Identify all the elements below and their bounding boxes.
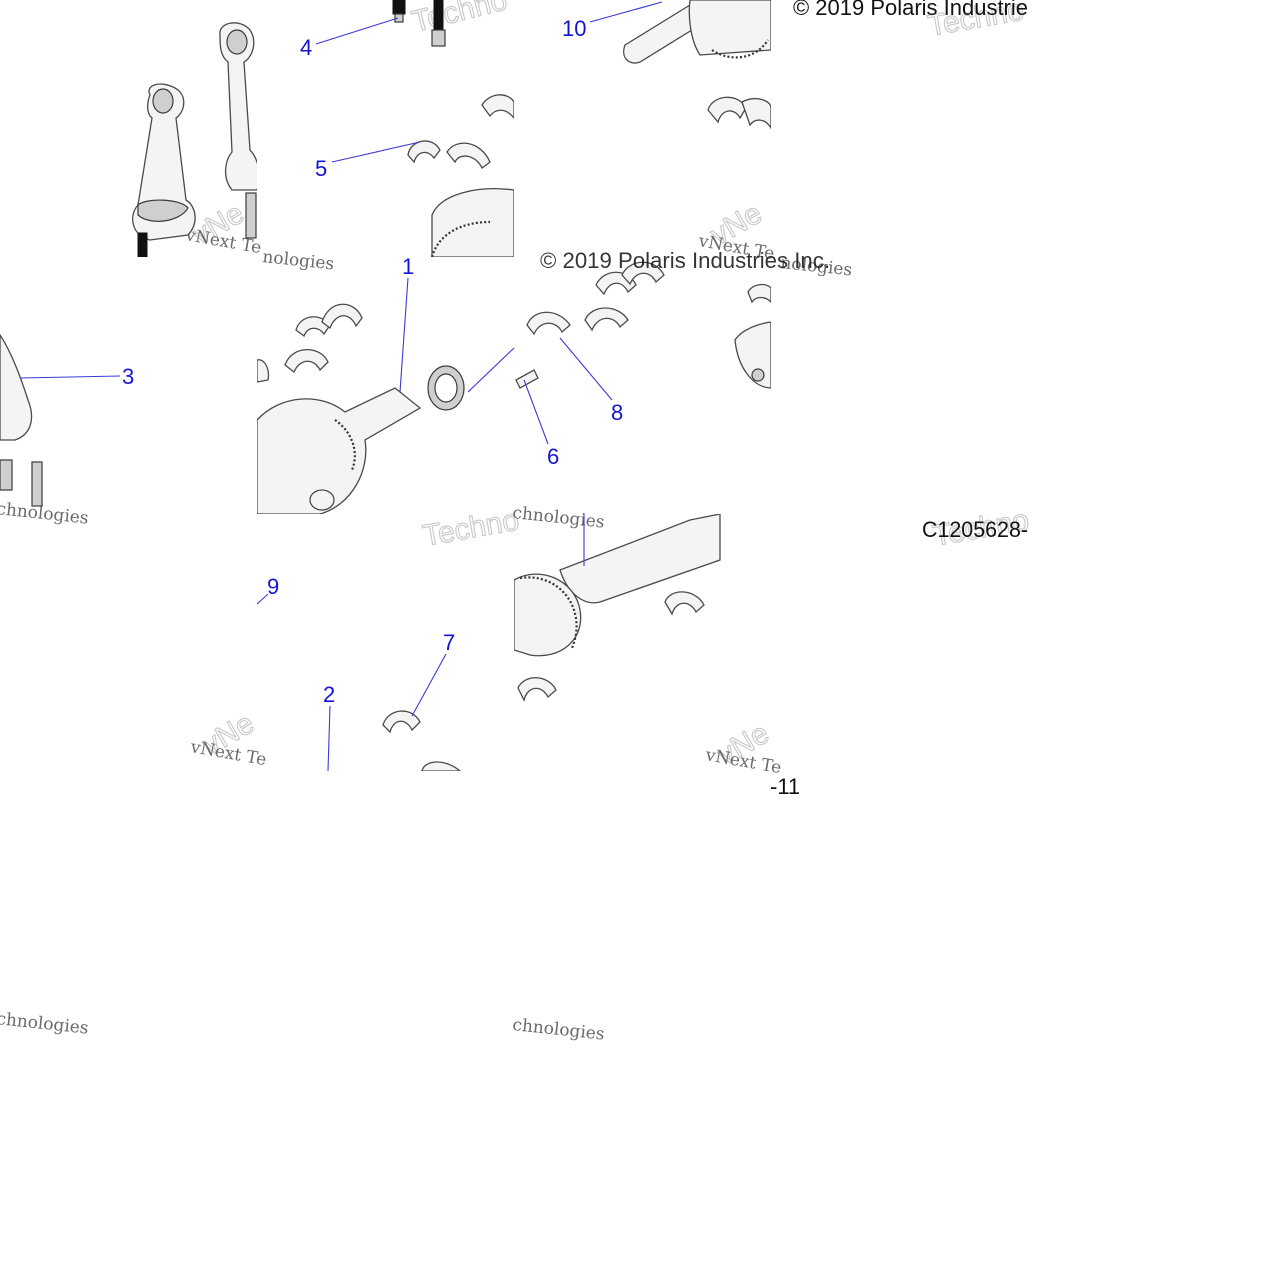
bearing-shell-m (517, 677, 557, 702)
rod-small-end-left (152, 88, 174, 114)
thrust-washer (515, 369, 539, 389)
main-bearing-3 (284, 349, 329, 374)
leader-1b (467, 347, 515, 393)
rod-fragment-group (0, 333, 43, 507)
leader-10 (589, 1, 663, 23)
leader-9 (256, 593, 269, 605)
rod-fragment (0, 333, 33, 441)
bolts-bearings-group (392, 0, 514, 257)
camshaft-group (623, 0, 771, 130)
connecting-rods-group (132, 22, 257, 257)
watermark-tail-3: chnologies (0, 499, 89, 529)
leader-2 (327, 705, 331, 772)
crank-pin-hole (309, 489, 335, 511)
bearing-shell-l (664, 591, 705, 616)
watermark-techno-1: Techno (409, 0, 511, 39)
bolt-head-2 (431, 29, 446, 47)
copyright-text: © 2019 Polaris Industrie (793, 0, 1028, 20)
bearing-shell-h (526, 311, 571, 336)
bearing-shell-e (741, 98, 771, 130)
drawing-number: C1205628- (922, 517, 1028, 542)
leader-6 (523, 379, 549, 445)
callout-3: 3 (122, 364, 134, 389)
rod-bolt-1 (137, 232, 148, 257)
crank-fragment-bottom (421, 761, 461, 771)
leader-5 (331, 141, 421, 163)
bearing-shell-a (407, 140, 441, 164)
bottom-bearing-group (382, 710, 461, 771)
callouts: 1 2 3 4 5 6 7 8 9 10 (122, 16, 623, 707)
drawing-suffix: -11 (770, 774, 800, 799)
watermark-tail-6: chnologies (511, 1015, 605, 1045)
bearing-shell-j (747, 283, 771, 304)
callout-8: 8 (611, 400, 623, 425)
watermark-layer: Techno Techno Techno Techno vNe vNe vNe … (0, 0, 1032, 1045)
bearings-right-group (515, 261, 771, 389)
bearing-shell-i (584, 307, 629, 332)
rod-bolt-2 (245, 192, 257, 239)
bolt-head-1 (392, 0, 406, 15)
bearing-shell-b (446, 142, 491, 170)
camshaft-nose (623, 4, 701, 64)
watermark-techno-3: Techno (420, 504, 521, 553)
watermark-tail-4: chnologies (511, 503, 605, 533)
camshaft-end-bore (751, 368, 765, 382)
oil-seal-bore (434, 373, 458, 403)
callout-6: 6 (547, 444, 559, 469)
camshaft-gear-teeth (711, 39, 769, 59)
leader-3 (19, 375, 121, 379)
callout-5: 5 (315, 156, 327, 181)
rod-big-end-left (137, 199, 189, 222)
leader-8 (559, 337, 613, 401)
drawing-text: © 2019 Polaris Industrie © 2019 Polaris … (540, 0, 1028, 799)
camshaft-bottom-group (514, 514, 721, 702)
crankshaft-body (257, 387, 422, 514)
watermark-tail-5: chnologies (0, 1009, 89, 1039)
leader-1 (399, 277, 409, 393)
callout-7: 7 (443, 630, 455, 655)
leader-7 (411, 653, 447, 717)
bearing-shell-k (382, 710, 421, 734)
bearing-shell-d (707, 96, 747, 124)
rod-bolt-4 (0, 459, 13, 491)
bearing-shell-g (621, 261, 665, 286)
bolt-shank-1 (394, 13, 404, 23)
callout-4: 4 (300, 35, 312, 60)
camshaft-sprocket (514, 573, 582, 657)
bolt-shank-2 (433, 0, 444, 31)
callout-1: 1 (402, 254, 414, 279)
rod-bolt-3 (31, 461, 43, 507)
crankshaft-group (257, 303, 465, 514)
callout-9: 9 (267, 574, 279, 599)
callout-10: 10 (562, 16, 586, 41)
crank-gear-teeth (334, 419, 356, 471)
crank-gear-teeth-top (430, 220, 491, 257)
camshaft-sprocket-body (688, 0, 771, 56)
camshaft-sprocket-teeth (519, 576, 578, 649)
main-bearing-2 (321, 303, 363, 330)
bearing-shell-c (481, 94, 514, 120)
rod-small-end-right (226, 29, 248, 55)
camshaft-shaft (559, 514, 721, 604)
leader-lines (19, 1, 663, 772)
leader-4 (315, 17, 399, 45)
callout-2: 2 (323, 682, 335, 707)
main-bearing-4 (257, 359, 270, 383)
connecting-rod-right (219, 22, 257, 191)
watermark-tail-1: nologies (261, 247, 335, 274)
copyright-fragment: © 2019 Polaris Industries Inc. (540, 248, 830, 273)
